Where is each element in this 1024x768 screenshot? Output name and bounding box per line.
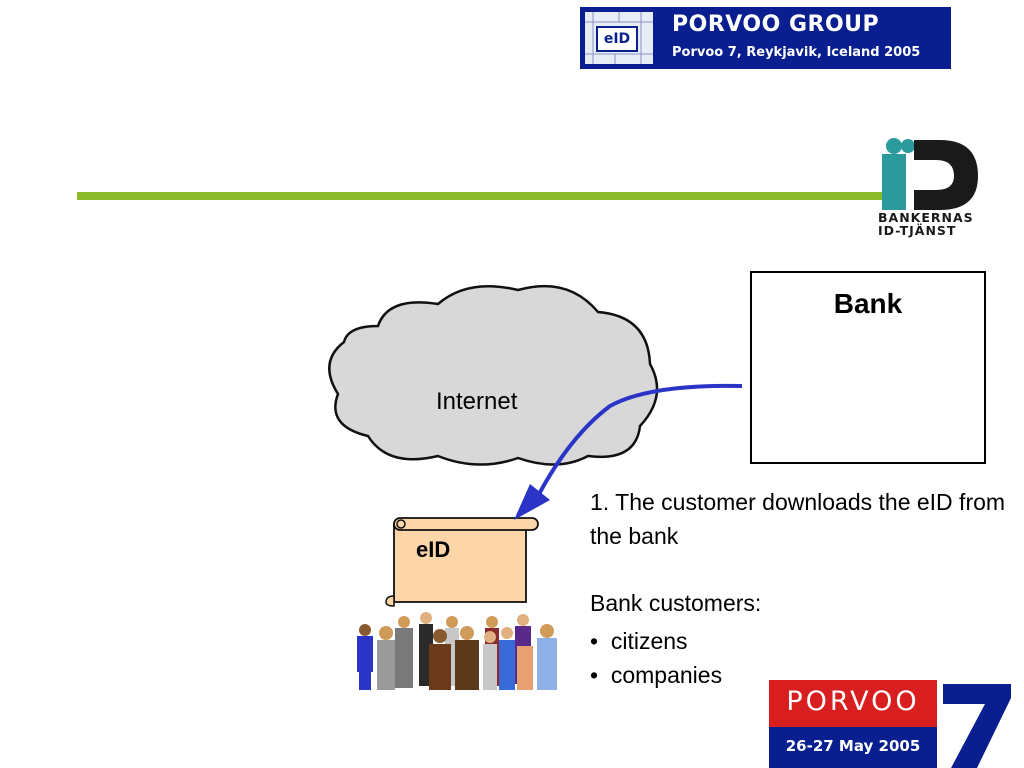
porvoo-badge-name: PORVOO <box>769 680 937 727</box>
bankid-logo-text: BANKERNAS ID-TJÄNST <box>878 211 974 237</box>
title-divider <box>77 192 887 200</box>
porvoo-badge-name-text: PORVOO <box>786 686 920 717</box>
internet-label: Internet <box>436 388 518 415</box>
eid-label: eID <box>416 537 451 562</box>
list-item-companies: companies <box>610 662 723 688</box>
banner-title: PORVOO GROUP <box>672 12 880 37</box>
list-item: • companies <box>590 662 723 688</box>
download-arrow-icon <box>514 383 743 520</box>
bankid-line1: BANKERNAS <box>878 210 974 225</box>
list-item-citizens: citizens <box>610 628 688 654</box>
customers-list: • citizens • companies <box>590 624 722 692</box>
eid-logo-icon: eID <box>585 12 653 64</box>
bank-label: Bank <box>833 288 903 319</box>
porvoo-group-banner: eID PORVOO GROUP Porvoo 7, Reykjavik, Ic… <box>580 7 951 69</box>
bankid-logo-icon <box>882 138 978 210</box>
porvoo-seven-icon <box>943 684 1011 768</box>
eid-badge: eID <box>596 26 638 52</box>
group-of-people-icon <box>357 612 557 690</box>
step-description: 1. The customer downloads the eID from t… <box>590 489 1006 549</box>
internet-cloud-icon <box>328 284 659 466</box>
eid-scroll-icon <box>385 517 539 607</box>
bankid-line2: ID-TJÄNST <box>878 223 957 238</box>
bank-box: Bank <box>750 271 986 464</box>
porvoo-badge-dates: 26-27 May 2005 <box>769 727 937 768</box>
porvoo-badge-dates-text: 26-27 May 2005 <box>785 737 921 755</box>
list-item: • citizens <box>590 628 688 654</box>
banner-subtitle: Porvoo 7, Reykjavik, Iceland 2005 <box>672 45 921 60</box>
customers-heading: Bank customers: <box>590 590 762 616</box>
